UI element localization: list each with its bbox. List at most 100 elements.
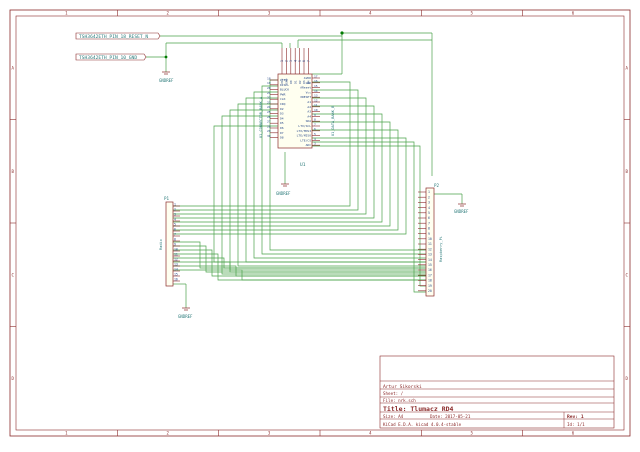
u1-top-pin-number: 3: [289, 60, 293, 62]
u1-left-pin-number: 28: [267, 124, 271, 128]
p2-pin-number: 13: [428, 253, 432, 257]
u1-right-pin-number: 4: [314, 137, 316, 141]
u1-right-pins: 17AVDD16GND15AReset14Vcc13XRESET12A111A2…: [297, 74, 320, 147]
u1-left-pin-number: 26: [267, 115, 271, 119]
frame-tick-top-label: 3: [268, 11, 271, 16]
wire-loop: [312, 145, 426, 287]
frame-tick-top-label: 2: [167, 11, 170, 16]
u1-left-pin-number: 29: [267, 129, 271, 133]
p2-pin-number: 17: [428, 273, 432, 277]
component-p2-raspberry-pi[interactable]: P2 Raspberry_Pi 123456789101112131415161…: [418, 183, 443, 297]
u1-right-pin-number: 14: [314, 89, 318, 93]
u1-left-pin-name: D4: [280, 116, 284, 120]
u1-right-pin-number: 7: [314, 122, 316, 126]
wire-p1-p2-trace: [173, 265, 426, 277]
u1-top-pin-name: GND: [285, 78, 289, 84]
u1-right-pin-name: LTX/MOSI: [297, 129, 312, 133]
wire-u1-left-trace: [221, 115, 426, 275]
component-u1[interactable]: U1 U1_CONNECTOR_BANK_A U1_DATA_BANK_B 1V…: [259, 48, 335, 168]
wire-u1-right-trace: [173, 105, 375, 219]
frame-tick-right-label: D: [626, 376, 629, 381]
u1-right-pin-number: 5: [314, 132, 316, 136]
gnd-symbol-left: GNDREF: [159, 57, 174, 83]
u1-ref: U1: [300, 162, 306, 168]
p2-pin-number: 11: [428, 242, 432, 246]
wire-u1-right-trace: [173, 81, 351, 207]
title-date: Date: 2017-05-21: [430, 414, 471, 419]
hierarchical-label-gnd-shape: [75, 53, 147, 61]
u1-left-pin-number: 20: [267, 86, 271, 90]
junction-dot-top: [340, 31, 344, 35]
p2-value: Raspberry_Pi: [439, 236, 443, 262]
u1-left-pin-name: PWR: [280, 92, 286, 96]
p1-pin-number: 15: [174, 273, 178, 277]
frame-tick-left-label: B: [12, 169, 15, 174]
u1-left-pin-name: IRQ: [280, 102, 286, 106]
p2-pin-number: 9: [428, 232, 430, 236]
wire-u1-right-trace: [173, 89, 359, 211]
u1-top-pin-number: 6: [302, 60, 306, 62]
hierarchical-label-reset-text: TSH3642ETH_PIN_18_RESET_N: [79, 34, 148, 40]
u1-top-pin-number: 5: [298, 60, 302, 62]
wire-u1-right-trace: [173, 121, 391, 227]
u1-right-pin-number: 11: [314, 103, 318, 107]
p1-body: [165, 201, 174, 287]
frame-tick-bottom-label: 1: [65, 431, 68, 436]
title-id: Id: 1/1: [567, 422, 585, 427]
wire-p1-p2-trace: [173, 261, 426, 273]
frame-tick-bottom-label: 6: [572, 431, 575, 436]
frame-tick-bottom-label: 5: [471, 431, 474, 436]
wire-u1-right-trace: [173, 137, 407, 235]
u1-right-pin-name: LTX/SCL: [298, 124, 311, 128]
u1-right-pin-name: ADC: [306, 143, 312, 147]
u1-right-pin-number: 12: [314, 98, 318, 102]
u1-top-pin-name: VCC: [280, 78, 284, 84]
wire-u1-left-trace: [253, 91, 426, 259]
hierarchical-label-reset[interactable]: TSH3642ETH_PIN_18_RESET_N: [75, 32, 161, 40]
p1-pin-number: 9: [174, 243, 176, 247]
u1-top-pin-name: D4: [307, 80, 311, 84]
u1-left-pin-name: D5: [280, 121, 284, 125]
title-file: File: nrk.sch: [383, 398, 416, 403]
u1-right-pin-number: 13: [314, 94, 318, 98]
hierarchical-label-gnd[interactable]: TSH3642ETH_PIN_10_GND: [75, 53, 147, 61]
u1-right-pin-name: AVDD: [304, 76, 311, 80]
u1-right-net-text: U1_DATA_BANK_B: [331, 106, 335, 136]
p2-ref: P2: [434, 183, 440, 188]
u1-top-pin-number: 4: [293, 60, 297, 62]
p1-pin-number: 10: [174, 248, 178, 252]
u1-left-pin-number: 22: [267, 96, 271, 100]
p2-pin-number: 5: [428, 211, 430, 215]
p2-pin-number: 18: [428, 279, 432, 283]
u1-left-pin-name: CLK: [280, 97, 286, 101]
u1-right-pin-number: 17: [314, 74, 318, 78]
u1-left-pin-name: LTE1: [280, 78, 287, 82]
wire-u1-right-trace: [173, 97, 367, 215]
wire-p1-p2-trace: [173, 241, 426, 269]
hierarchical-label-reset-shape: [75, 32, 161, 40]
p2-pin-number: 10: [428, 237, 432, 241]
p1-pin-number: 4: [174, 218, 176, 222]
wire-u1-right-trace: [173, 113, 383, 223]
frame-tick-top-label: 5: [471, 11, 474, 16]
p1-value: Radio: [159, 239, 163, 250]
p2-pin-number: 14: [428, 258, 432, 262]
u1-right-pin-number: 6: [314, 127, 316, 131]
gnd-symbol-p1: GNDREF: [178, 284, 193, 319]
p2-pin-number: 2: [428, 195, 430, 199]
wire-u1-left-trace: [245, 97, 426, 263]
title-size: Size: A4: [383, 414, 404, 419]
gnd-symbol-p2: GNDREF: [454, 198, 469, 214]
wire-layer: [146, 32, 463, 293]
gnd-label-u1: GNDREF: [276, 191, 291, 196]
p1-pin-number: 5: [174, 223, 176, 227]
u1-left-pin-number: 27: [267, 120, 271, 124]
title-block: Artur Sikorski Sheet: / File: nrk.sch Ti…: [379, 355, 615, 429]
p2-pin-number: 8: [428, 227, 430, 231]
u1-left-pin-number: 21: [267, 91, 271, 95]
